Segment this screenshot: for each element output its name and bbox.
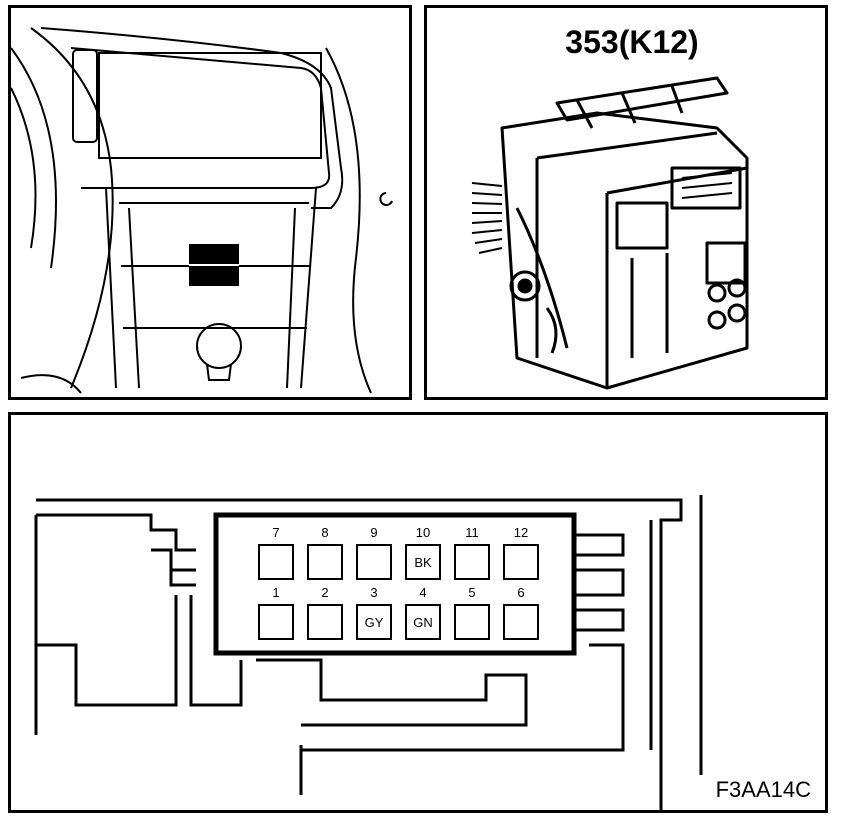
module-panel: 353(K12) — [424, 5, 828, 400]
pin-box — [503, 544, 539, 580]
pin-number: 4 — [419, 585, 426, 600]
pin-box — [405, 544, 441, 580]
pin-box — [258, 604, 294, 640]
pin-cavity: 3GY — [356, 585, 392, 640]
figure-code: F3AA14C — [716, 777, 811, 802]
pin-number: 3 — [370, 585, 377, 600]
pin-cavity: 2 — [307, 585, 343, 640]
wire-color-code: BK — [414, 555, 432, 570]
pin-number: 9 — [370, 525, 377, 540]
wire-color-code: GY — [365, 615, 384, 630]
pin-cavity: 12 — [503, 525, 539, 580]
pin-box — [307, 544, 343, 580]
pin-box — [356, 544, 392, 580]
pin-cavity: 6 — [503, 585, 539, 640]
pin-cavity: 5 — [454, 585, 490, 640]
pin-cavity: 7 — [258, 525, 294, 580]
pin-box — [503, 604, 539, 640]
pin-box — [258, 544, 294, 580]
pin-box — [405, 604, 441, 640]
pin-box — [454, 604, 490, 640]
pin-number: 8 — [321, 525, 328, 540]
pin-number: 6 — [517, 585, 524, 600]
pin-number: 10 — [416, 525, 430, 540]
pin-number: 11 — [465, 525, 479, 540]
pin-number: 7 — [272, 525, 279, 540]
pin-box — [356, 604, 392, 640]
module-illustration: 353(K12) — [471, 24, 749, 390]
dashboard-illustration — [11, 27, 393, 394]
pin-box — [307, 604, 343, 640]
pin-number: 1 — [272, 585, 279, 600]
pin-cavity: 4GN — [405, 585, 441, 640]
pin-number: 2 — [321, 585, 328, 600]
pin-cavity: 11 — [454, 525, 490, 580]
pin-cavity: 9 — [356, 525, 392, 580]
pin-number: 12 — [514, 525, 528, 540]
component-label: 353(K12) — [565, 24, 698, 60]
pin-number: 5 — [468, 585, 475, 600]
location-panel — [8, 5, 412, 400]
pin-box — [454, 544, 490, 580]
pin-cavity: 8 — [307, 525, 343, 580]
wire-color-code: GN — [413, 615, 433, 630]
pin-cavity: 1 — [258, 585, 294, 640]
